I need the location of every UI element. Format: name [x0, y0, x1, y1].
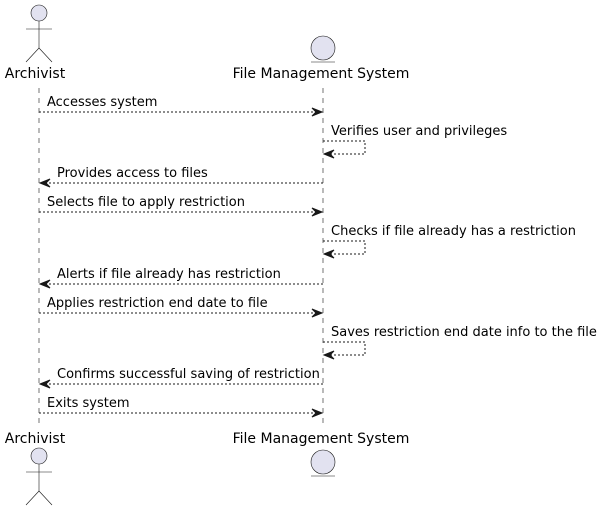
- archivist-label-bottom: Archivist: [5, 431, 66, 447]
- message-5: Checks if file already has a restriction: [322, 224, 576, 259]
- message-7: Applies restriction end date to file: [39, 296, 324, 318]
- arrowhead-icon: [311, 408, 324, 418]
- archivist-head-icon: [30, 4, 48, 22]
- arrowhead-icon: [322, 149, 335, 159]
- message-2: Verifies user and privileges: [322, 124, 507, 159]
- message-label: Provides access to files: [57, 166, 208, 181]
- message-4: Selects file to apply restriction: [39, 195, 324, 217]
- message-label: Exits system: [47, 396, 130, 411]
- system-entity-bottom: [310, 449, 336, 477]
- message-9: Confirms successful saving of restrictio…: [38, 367, 323, 389]
- message-3: Provides access to files: [38, 166, 323, 188]
- message-label: Applies restriction end date to file: [47, 296, 268, 311]
- message-1: Accesses system: [39, 95, 324, 117]
- arrowhead-icon: [322, 249, 335, 259]
- arrowhead-icon: [38, 279, 51, 289]
- message-label: Accesses system: [47, 95, 157, 110]
- system-label-bottom: File Management System: [233, 431, 410, 447]
- arrowhead-icon: [38, 178, 51, 188]
- archivist-actor-top: [25, 4, 53, 63]
- message-label: Verifies user and privileges: [331, 124, 507, 139]
- self-message-line: [323, 140, 366, 155]
- message-label: Checks if file already has a restriction: [331, 224, 576, 239]
- message-label: Confirms successful saving of restrictio…: [57, 367, 320, 382]
- self-message-line: [323, 341, 366, 356]
- entity-icon: [310, 35, 336, 61]
- message-label: Selects file to apply restriction: [47, 195, 245, 210]
- archivist-head-icon: [30, 447, 48, 465]
- archivist-label-top: Archivist: [5, 66, 66, 82]
- entity-icon: [310, 449, 336, 475]
- system-label-top: File Management System: [233, 66, 410, 82]
- system-entity-top: [310, 35, 336, 63]
- arrowhead-icon: [322, 350, 335, 360]
- arrowhead-icon: [311, 107, 324, 117]
- message-8: Saves restriction end date info to the f…: [322, 325, 597, 360]
- arrowhead-icon: [38, 379, 51, 389]
- message-6: Alerts if file already has restriction: [38, 267, 323, 289]
- self-message-line: [323, 240, 366, 255]
- arrowhead-icon: [311, 308, 324, 318]
- message-label: Saves restriction end date info to the f…: [331, 325, 597, 340]
- message-label: Alerts if file already has restriction: [57, 267, 281, 282]
- arrowhead-icon: [311, 207, 324, 217]
- message-10: Exits system: [39, 396, 324, 418]
- archivist-actor-bottom: [25, 447, 53, 506]
